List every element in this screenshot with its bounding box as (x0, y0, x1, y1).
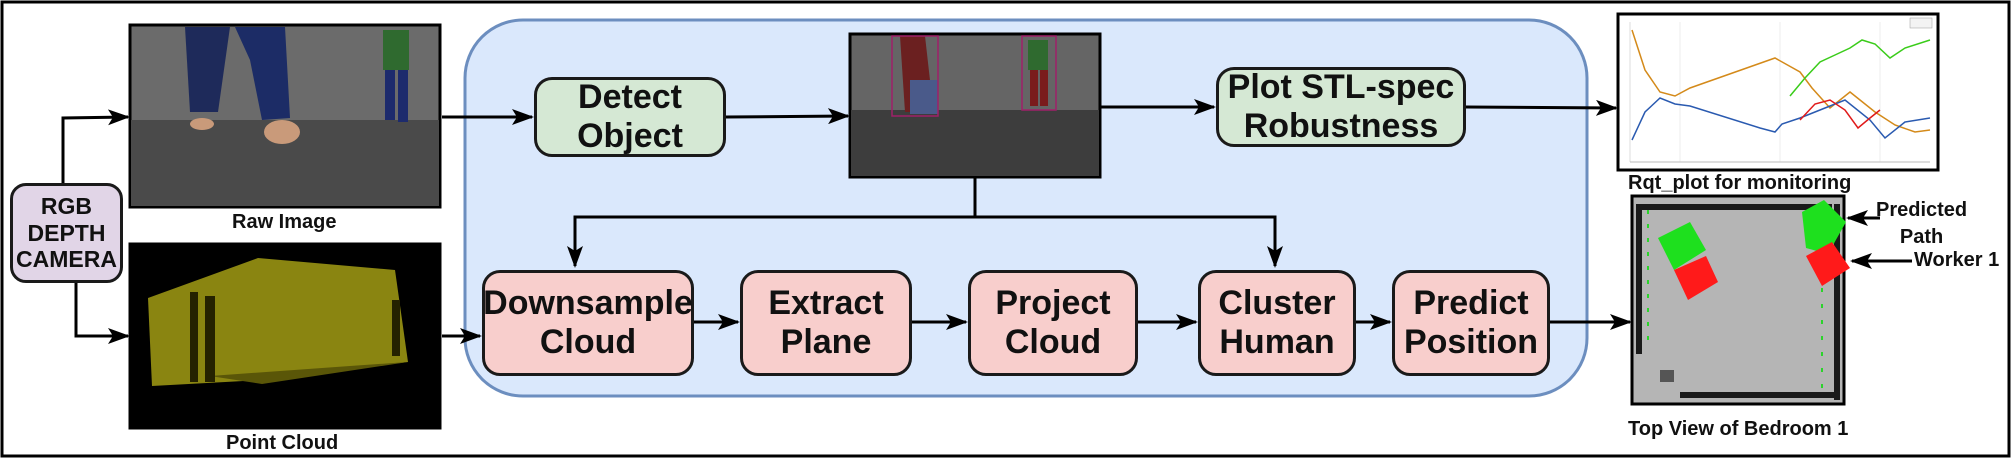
top-view-caption: Top View of Bedroom 1 (1628, 418, 1849, 440)
detect-object-box: Detect Object (534, 77, 726, 157)
plot-stl-robustness-box: Plot STL-spec Robustness (1216, 67, 1466, 147)
predicted-path-label: Predicted Path (1876, 199, 1968, 248)
downsample-cloud-box: Downsample Cloud (482, 270, 694, 376)
worker-label: Worker 1 (1914, 249, 2000, 271)
rqt-plot-caption: Rqt_plot for monitoring (1628, 172, 1852, 194)
rgb-depth-camera-box: RGB DEPTH CAMERA (10, 183, 123, 283)
detection-thumbnail (848, 32, 1102, 179)
extract-plane-box: Extract Plane (740, 270, 912, 376)
connector-arrows (61, 99, 1912, 344)
rqt-plot-thumbnail (1616, 12, 1940, 172)
point-cloud-thumbnail (128, 242, 442, 430)
project-cloud-box: Project Cloud (968, 270, 1138, 376)
raw-image-thumbnail (128, 23, 442, 209)
raw-image-caption: Raw Image (232, 211, 337, 233)
point-cloud-caption: Point Cloud (226, 432, 339, 454)
cluster-human-box: Cluster Human (1198, 270, 1356, 376)
predict-position-box: Predict Position (1392, 270, 1550, 376)
top-view-map-thumbnail (1630, 194, 1850, 406)
